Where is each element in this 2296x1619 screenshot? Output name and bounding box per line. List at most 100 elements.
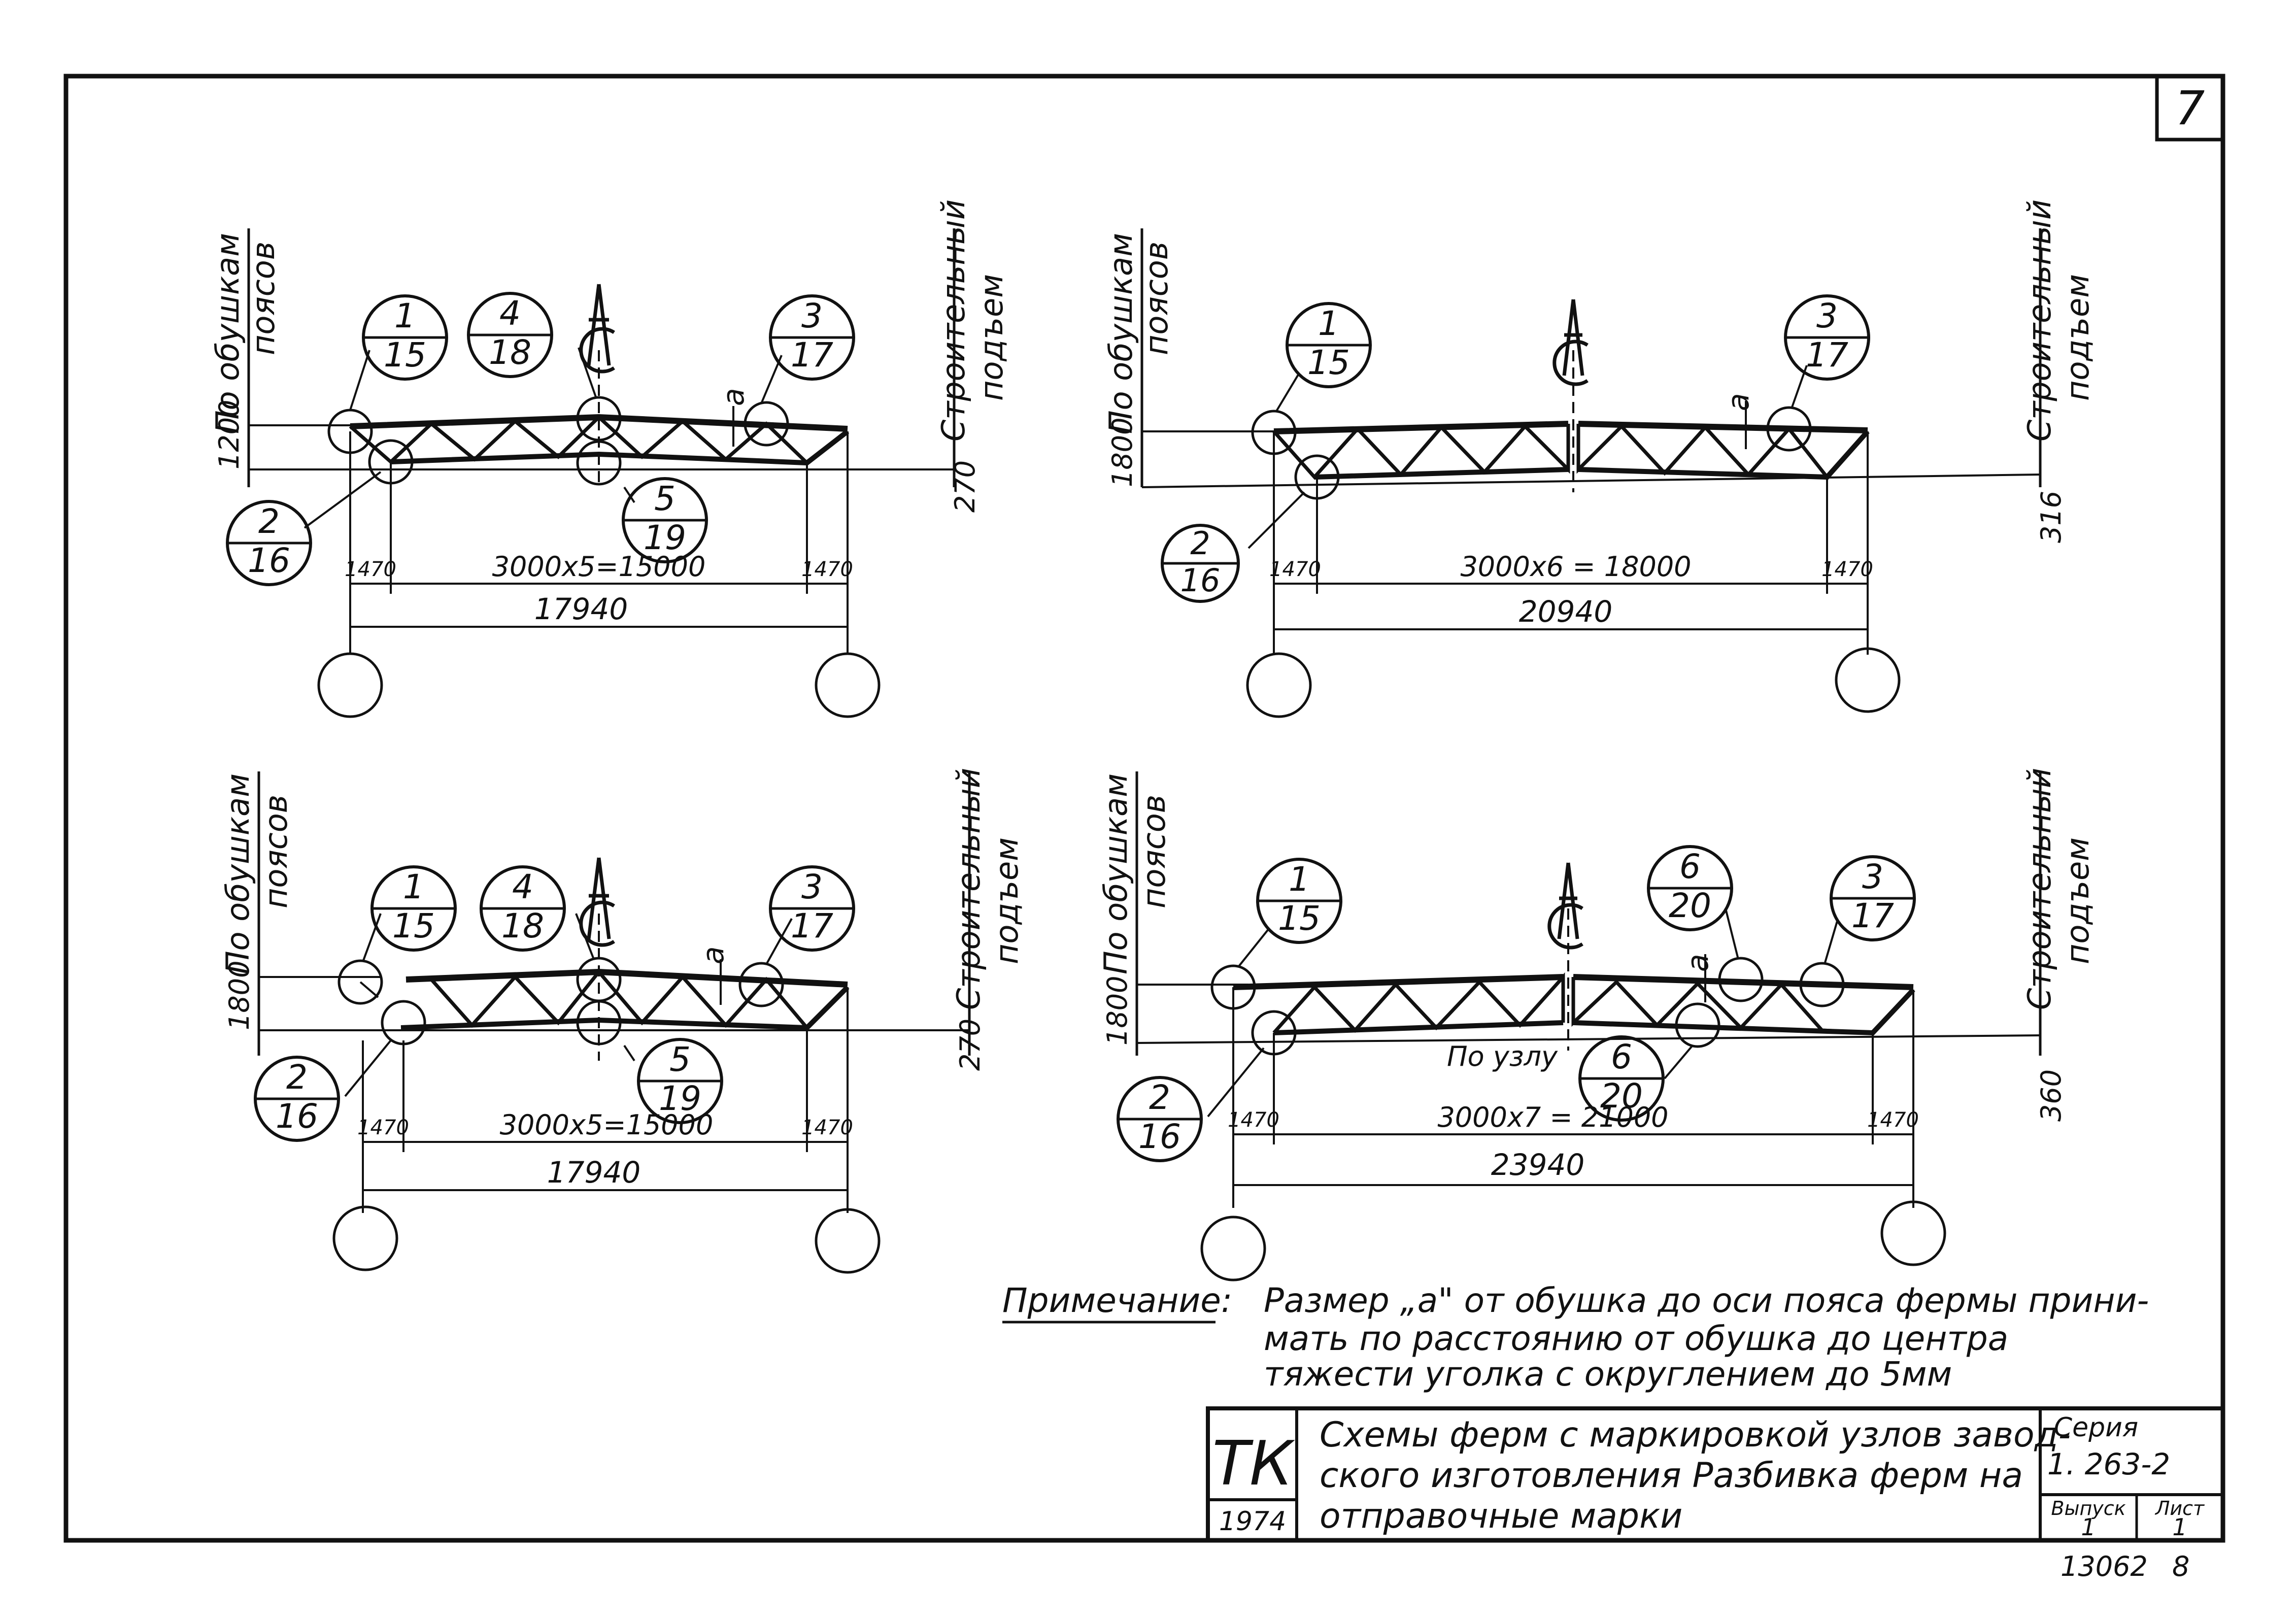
svg-text:a: a <box>696 946 730 964</box>
sheet-frame <box>63 74 2225 1543</box>
svg-text:270: 270 <box>954 1019 986 1071</box>
svg-text:2: 2 <box>1149 1078 1170 1117</box>
svg-text:поясов: поясов <box>1135 795 1172 908</box>
issue-label: Выпуск <box>2051 1497 2125 1520</box>
height-dim: 1200 <box>213 400 245 469</box>
left-label-2: поясов <box>245 242 282 355</box>
svg-text:6: 6 <box>1611 1037 1632 1076</box>
marker-4-18: 4 18 <box>480 865 566 952</box>
end-dim-right: 1470 <box>801 558 853 581</box>
note-line-2: мать по расстоянию от обушка до центра <box>1264 1319 2008 1358</box>
marker-2-16: 2 16 <box>1117 1076 1203 1162</box>
svg-text:1: 1 <box>1289 860 1310 899</box>
svg-text:18: 18 <box>489 333 531 372</box>
marker-2-16: 2 16 <box>1161 524 1240 603</box>
svg-text:1800: 1800 <box>1106 418 1138 487</box>
marker-1-15: 1 15 <box>1256 858 1342 944</box>
right-label-2: подъем <box>973 274 1010 401</box>
camber-dim: 270 <box>949 460 981 513</box>
marker-5-19: 5 19 <box>637 1038 723 1124</box>
marker-1-15: 1 15 <box>370 865 457 952</box>
svg-text:2: 2 <box>1190 525 1210 562</box>
marker-6-20-top: 6 20 <box>1647 845 1733 931</box>
note-label: Примечание: <box>1002 1281 1232 1320</box>
svg-text:3000x5=15000: 3000x5=15000 <box>500 1109 714 1141</box>
svg-text:18: 18 <box>501 906 544 946</box>
svg-text:16: 16 <box>1180 562 1221 599</box>
svg-text:3: 3 <box>801 296 823 335</box>
svg-text:Строительный: Строительный <box>2021 768 2058 1010</box>
marker-4-18: 4 18 <box>467 292 553 378</box>
org-code: ТК <box>1212 1429 1295 1499</box>
marker-3-17: 3 17 <box>769 294 855 381</box>
svg-text:5: 5 <box>654 479 676 518</box>
svg-text:17: 17 <box>791 335 833 375</box>
note-line-3: тяжести уголка с округлением до 5мм <box>1264 1355 1952 1394</box>
marker-3-17: 3 17 <box>1784 294 1870 381</box>
node-label: По узлу <box>1447 1040 1558 1072</box>
svg-text:1470: 1470 <box>357 1116 409 1139</box>
truss-diagram-b: По обушкам поясов Строительный подъем 18… <box>1102 199 2096 718</box>
svg-text:1800: 1800 <box>223 961 255 1030</box>
svg-text:23940: 23940 <box>1491 1148 1585 1182</box>
svg-text:1470: 1470 <box>1228 1108 1279 1132</box>
marker-6-20-bottom: 6 20 <box>1578 1035 1665 1122</box>
svg-text:подъем: подъем <box>988 837 1025 964</box>
sheet-number-box <box>2155 74 2225 142</box>
svg-text:19: 19 <box>644 518 686 557</box>
dim-a: a <box>716 388 751 406</box>
svg-text:3000x7 = 21000: 3000x7 = 21000 <box>1437 1101 1668 1133</box>
svg-text:a: a <box>1721 393 1755 411</box>
footer-code: 13062 <box>2061 1550 2148 1582</box>
left-label-1: По обушкам <box>209 233 246 434</box>
svg-text:15: 15 <box>384 335 426 375</box>
svg-text:4: 4 <box>499 294 521 333</box>
panel-dim: 3000x5=15000 <box>492 551 706 583</box>
title-line-3: отправочные марки <box>1320 1496 1682 1536</box>
marker-2-16: 2 16 <box>254 1056 340 1142</box>
svg-text:По обушкам: По обушкам <box>219 773 256 974</box>
svg-text:1470: 1470 <box>1867 1108 1919 1132</box>
svg-text:20940: 20940 <box>1519 594 1613 629</box>
svg-text:3: 3 <box>1816 296 1838 335</box>
truss-diagram-c: По обушкам поясов Строительный подъем 18… <box>219 768 1025 1274</box>
svg-text:15: 15 <box>392 906 435 946</box>
issue-value: 1 <box>2081 1513 2096 1541</box>
note: Примечание: Размер „a" от обушка до оси … <box>1002 1281 2149 1394</box>
marker-1-15: 1 15 <box>362 294 448 381</box>
svg-text:3: 3 <box>801 867 823 906</box>
svg-text:15: 15 <box>1278 899 1321 938</box>
svg-text:2: 2 <box>258 502 280 541</box>
title-line-2: ского изготовления Разбивка ферм на <box>1320 1456 2023 1496</box>
series-label: Серия <box>2054 1412 2138 1443</box>
svg-text:19: 19 <box>659 1079 701 1118</box>
svg-text:16: 16 <box>248 541 290 580</box>
svg-text:316: 316 <box>2035 491 2067 543</box>
svg-text:17: 17 <box>791 906 833 946</box>
svg-text:3: 3 <box>1862 857 1883 896</box>
svg-text:16: 16 <box>1138 1117 1181 1156</box>
footer-page: 8 <box>2172 1550 2189 1582</box>
svg-text:15: 15 <box>1307 343 1350 382</box>
svg-text:16: 16 <box>276 1097 318 1136</box>
title-block: ТК 1974 Схемы ферм с маркировкой узлов з… <box>1206 1406 2225 1542</box>
note-line-1: Размер „a" от обушка до оси пояса фермы … <box>1264 1281 2149 1320</box>
year: 1974 <box>1219 1506 1286 1537</box>
svg-text:1800: 1800 <box>1101 976 1133 1045</box>
svg-text:3000x6 = 18000: 3000x6 = 18000 <box>1460 551 1691 583</box>
marker-3-17: 3 17 <box>769 865 855 952</box>
sheet-label: Лист <box>2154 1497 2205 1520</box>
marker-2-16: 2 16 <box>226 500 312 586</box>
svg-text:1: 1 <box>394 296 416 335</box>
svg-text:По обушкам: По обушкам <box>1097 773 1134 974</box>
svg-text:1470: 1470 <box>1821 558 1873 581</box>
svg-text:2: 2 <box>286 1058 308 1097</box>
svg-text:подъем: подъем <box>2059 274 2096 401</box>
svg-text:17940: 17940 <box>547 1155 641 1190</box>
truss-diagram-a: По обушкам поясов Строительный подъем 12… <box>209 199 1010 718</box>
end-dim-left: 1470 <box>345 558 396 581</box>
svg-text:a: a <box>1680 954 1715 972</box>
truss-diagram-d: По обушкам поясов Строительный подъем 18… <box>1097 768 2096 1281</box>
marker-3-17: 3 17 <box>1830 855 1916 941</box>
